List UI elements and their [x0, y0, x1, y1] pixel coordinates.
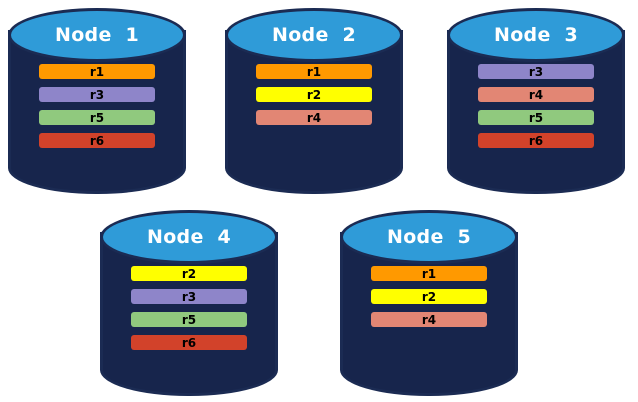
replica-bar[interactable]: r6 [478, 133, 594, 148]
replica-label: r1 [306, 64, 322, 79]
replica-bar[interactable]: r2 [256, 87, 372, 102]
database-node-2[interactable]: Node 2 r1 r2 r4 [225, 8, 403, 194]
replica-bar[interactable]: r4 [371, 312, 487, 327]
replica-bar[interactable]: r4 [478, 87, 594, 102]
node-title: Node 5 [387, 226, 471, 248]
replica-bar[interactable]: r6 [131, 335, 247, 350]
database-node-4[interactable]: Node 4 r2 r3 r5 r6 [100, 210, 278, 396]
replica-label: r6 [528, 133, 544, 148]
replica-label: r4 [528, 87, 544, 102]
replica-bar-list: r1 r2 r4 [256, 64, 372, 125]
replica-label: r6 [181, 335, 197, 350]
replica-label: r5 [89, 110, 105, 125]
replica-bar[interactable]: r5 [39, 110, 155, 125]
replica-label: r3 [528, 64, 544, 79]
node-title: Node 2 [272, 24, 356, 46]
replica-label: r5 [181, 312, 197, 327]
replica-bar-list: r2 r3 r5 r6 [131, 266, 247, 350]
replica-label: r3 [89, 87, 105, 102]
database-node-5[interactable]: Node 5 r1 r2 r4 [340, 210, 518, 396]
replica-bar[interactable]: r5 [478, 110, 594, 125]
replica-label: r4 [421, 312, 437, 327]
cylinder-top-ellipse [8, 8, 186, 62]
replica-bar[interactable]: r3 [39, 87, 155, 102]
replica-label: r1 [421, 266, 437, 281]
replica-bar-list: r1 r2 r4 [371, 266, 487, 327]
database-node-3[interactable]: Node 3 r3 r4 r5 r6 [447, 8, 625, 194]
node-title: Node 4 [147, 226, 231, 248]
replica-label: r4 [306, 110, 322, 125]
replica-bar[interactable]: r3 [131, 289, 247, 304]
replica-bar-list: r1 r3 r5 r6 [39, 64, 155, 148]
replica-bar[interactable]: r2 [131, 266, 247, 281]
replica-label: r5 [528, 110, 544, 125]
cylinder-top-ellipse [447, 8, 625, 62]
database-node-1[interactable]: Node 1 r1 r3 r5 r6 [8, 8, 186, 194]
replica-bar-list: r3 r4 r5 r6 [478, 64, 594, 148]
replica-bar[interactable]: r1 [39, 64, 155, 79]
cylinder-top-ellipse [225, 8, 403, 62]
replica-bar[interactable]: r6 [39, 133, 155, 148]
replica-bar[interactable]: r1 [371, 266, 487, 281]
cylinder-top-ellipse [340, 210, 518, 264]
node-title: Node 3 [494, 24, 578, 46]
replica-label: r1 [89, 64, 105, 79]
replica-bar[interactable]: r4 [256, 110, 372, 125]
replica-label: r6 [89, 133, 105, 148]
replica-label: r2 [306, 87, 322, 102]
replica-label: r2 [421, 289, 437, 304]
replica-bar[interactable]: r3 [478, 64, 594, 79]
cylinder-top-ellipse [100, 210, 278, 264]
node-title: Node 1 [55, 24, 139, 46]
replica-bar[interactable]: r2 [371, 289, 487, 304]
replica-label: r2 [181, 266, 197, 281]
replica-label: r3 [181, 289, 197, 304]
replica-bar[interactable]: r5 [131, 312, 247, 327]
replica-bar[interactable]: r1 [256, 64, 372, 79]
